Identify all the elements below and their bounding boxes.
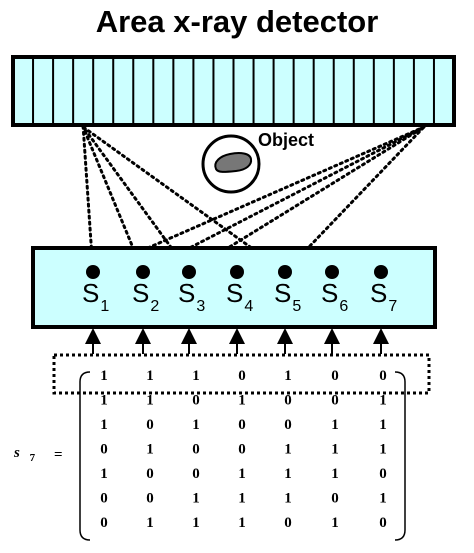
matrix-cell: 0: [284, 393, 292, 409]
matrix-cell: 0: [146, 466, 154, 482]
matrix-cell: 0: [331, 491, 339, 507]
matrix-cell: 0: [146, 491, 154, 507]
source-label: S3: [178, 278, 205, 315]
diagram-title: Area x-ray detector: [95, 4, 379, 39]
matrix-cell: 1: [331, 466, 339, 482]
source-dot: [182, 265, 196, 279]
matrix-cell: 0: [192, 393, 200, 409]
source-label-subscript: 7: [388, 298, 397, 315]
matrix-cell: 1: [379, 417, 387, 433]
matrix-cell: 1: [100, 368, 108, 384]
matrix-cell: 1: [146, 515, 154, 531]
matrix-label: s 7: [13, 445, 36, 464]
source-label: S2: [132, 278, 159, 315]
matrix-cell: 0: [192, 466, 200, 482]
detector-pixels: [32, 57, 435, 125]
area-detector: [11, 55, 456, 127]
matrix-cell: 1: [284, 442, 292, 458]
source-label-subscript: 2: [150, 298, 159, 315]
source-label-subscript: 1: [100, 298, 109, 315]
source-label: S7: [370, 278, 397, 315]
matrix-cell: 1: [146, 393, 154, 409]
matrix-cell: 0: [379, 466, 387, 482]
source-label-subscript: 5: [292, 298, 301, 315]
matrix-cell: 0: [238, 442, 246, 458]
matrix-cell: 1: [331, 417, 339, 433]
matrix-cell: 1: [379, 491, 387, 507]
ray-line: [187, 125, 426, 274]
matrix-cells: 1 1 1 0 1 0 0 1 1 0 1 0 0 1 1 0 1 0 0 1 1 0 1 0 0 1 1 1 1 0 0 1 1 1 0 0 0 1 1 1…: [100, 368, 387, 531]
matrix-cell: 1: [238, 466, 246, 482]
matrix-cell: 1: [284, 491, 292, 507]
matrix-cell: 1: [379, 442, 387, 458]
matrix-cell: 1: [192, 491, 200, 507]
matrix-cell: 0: [379, 368, 387, 384]
object: Object: [201, 130, 314, 194]
matrix-cell: 1: [146, 442, 154, 458]
matrix-cell: 1: [192, 368, 200, 384]
matrix-cell: 1: [331, 442, 339, 458]
matrix-cell: 0: [100, 491, 108, 507]
matrix-cell: 1: [192, 417, 200, 433]
source-dot: [374, 265, 388, 279]
matrix-label-subscript: 7: [30, 452, 36, 464]
matrix-cell: 1: [238, 393, 246, 409]
source-dot: [325, 265, 339, 279]
matrix-cell: 0: [284, 417, 292, 433]
source-dot: [278, 265, 292, 279]
matrix-left-bracket: [79, 371, 91, 541]
matrix-cell: 0: [379, 515, 387, 531]
source-dot: [86, 265, 100, 279]
matrix-cell: 1: [284, 368, 292, 384]
source-dot: [230, 265, 244, 279]
matrix-cell: 1: [100, 417, 108, 433]
source-label-subscript: 3: [196, 298, 205, 315]
highlighted-row-box: [52, 353, 431, 395]
source-dot: [136, 265, 150, 279]
matrix-cell: 0: [146, 417, 154, 433]
matrix-cell: 0: [100, 515, 108, 531]
matrix-cell: 1: [284, 466, 292, 482]
matrix-cell: 0: [238, 368, 246, 384]
matrix-cell: 0: [192, 442, 200, 458]
source-array: S1 S2 S3 S4 S5 S6 S7: [82, 265, 397, 315]
object-shape: [214, 152, 253, 173]
source-panel: [31, 246, 437, 329]
matrix-cell: 0: [284, 515, 292, 531]
source-label-subscript: 6: [339, 298, 348, 315]
matrix-cell: 1: [192, 515, 200, 531]
matrix-cell: 1: [331, 515, 339, 531]
source-label: S6: [321, 278, 348, 315]
matrix-cell: 1: [100, 393, 108, 409]
source-label: S1: [82, 278, 109, 315]
matrix-cell: 1: [379, 393, 387, 409]
matrix-cell: 0: [331, 393, 339, 409]
matrix-cell: 1: [238, 515, 246, 531]
matrix-equals: =: [54, 447, 63, 463]
source-label: S5: [274, 278, 301, 315]
matrix-cell: 0: [238, 417, 246, 433]
matrix-cell: 0: [331, 368, 339, 384]
arrows: [85, 328, 389, 354]
matrix-cell: 1: [100, 466, 108, 482]
object-label: Object: [258, 130, 314, 150]
matrix-cell: 0: [100, 442, 108, 458]
matrix-cell: 1: [146, 368, 154, 384]
matrix-right-bracket: [394, 371, 406, 541]
matrix-cell: 1: [238, 491, 246, 507]
source-label: S4: [226, 278, 253, 315]
source-label-subscript: 4: [244, 298, 253, 315]
